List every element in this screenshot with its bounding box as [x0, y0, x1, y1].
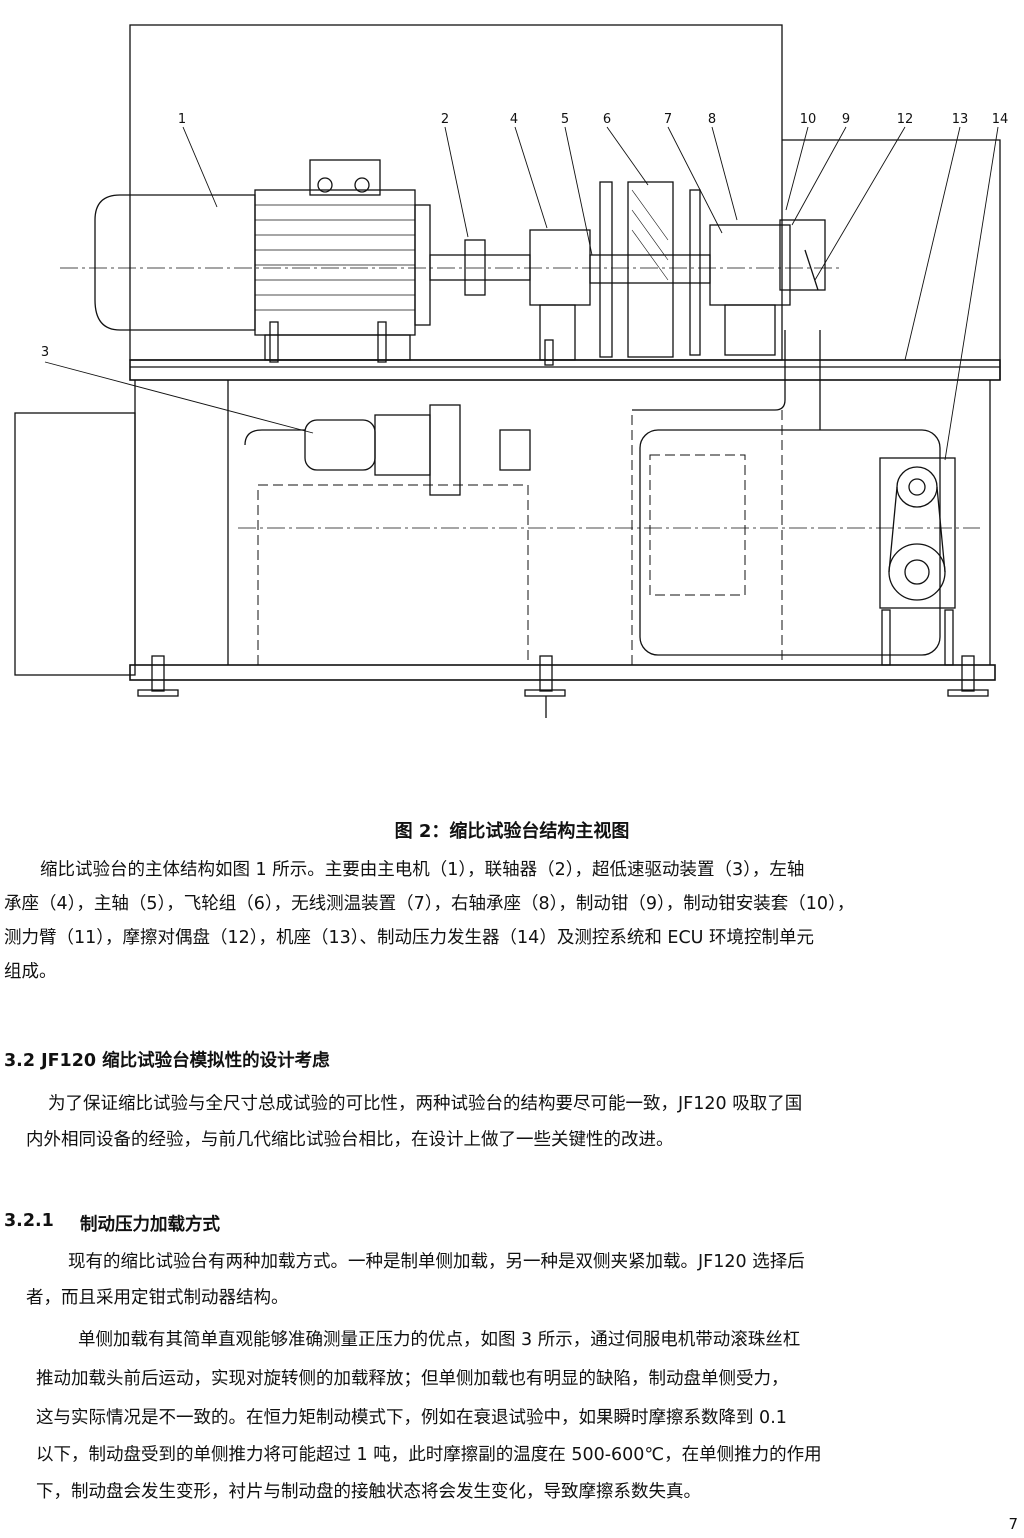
- right-housing-outline: [782, 139, 1001, 380]
- callout-3: 3: [41, 345, 49, 360]
- figure-caption: 图 2：缩比试验台结构主视图: [394, 821, 630, 842]
- low-speed-motor: [304, 419, 376, 471]
- p2-line-1: 单侧加载有其简单直观能够准确测量正压力的优点，如图 3 所示，通过伺服电机带动滚…: [78, 1330, 801, 1350]
- section-3-2-1-title: 制动压力加载方式: [80, 1215, 220, 1235]
- callout-7: 7: [664, 112, 672, 127]
- flywheel-group: [599, 181, 701, 358]
- page-number: 7: [1008, 1515, 1018, 1533]
- intro-line-1: 缩比试验台的主体结构如图 1 所示。主要由主电机（1），联轴器（2），超低速驱动…: [40, 860, 805, 880]
- hidden-lines: [257, 409, 783, 666]
- intro-line-2: 承座（4），主轴（5），飞轮组（6），无线测温装置（7），右轴承座（8），制动钳…: [4, 894, 855, 914]
- base-frame: [129, 664, 996, 681]
- side-cabinet: [14, 412, 136, 676]
- p1-line-1: 现有的缩比试验台有两种加载方式。一种是制单侧加载，另一种是双侧夹紧加载。JF12…: [68, 1252, 805, 1272]
- brake-pressure-generator: [879, 457, 956, 666]
- callout-6: 6: [603, 112, 611, 127]
- pressure-line: [639, 429, 941, 656]
- section-3-2-heading: 3.2 JF120 缩比试验台模拟性的设计考虑: [4, 1051, 330, 1071]
- callout-4: 4: [510, 112, 518, 127]
- p2-line-3: 这与实际情况是不一致的。在恒力矩制动模式下，例如在衰退试验中，如果瞬时摩擦系数降…: [36, 1408, 787, 1428]
- intro-line-4: 组成。: [4, 962, 57, 982]
- section-3-2-line-1: 为了保证缩比试验与全尺寸总成试验的可比性，两种试验台的结构要尽可能一致，JF12…: [48, 1094, 803, 1114]
- test-bench-front-view-drawing: 1 2 4 5 6 7 8 10 9 12 13 14 3: [14, 24, 1009, 718]
- callout-1: 1: [178, 112, 186, 127]
- p2-line-2: 推动加载头前后运动，实现对旋转侧的加载释放；但单侧加载也有明显的缺陷，制动盘单侧…: [36, 1369, 789, 1389]
- intro-line-3: 测力臂（11），摩擦对偶盘（12），机座（13）、制动压力发生器（14）及测控系…: [4, 928, 815, 948]
- left-bearing-seat: [529, 229, 591, 306]
- main-shaft: [589, 254, 711, 284]
- main-motor: [94, 159, 431, 363]
- callout-5: 5: [561, 112, 569, 127]
- section-3-2-1-number: 3.2.1: [4, 1211, 54, 1231]
- callout-10: 10: [800, 112, 817, 127]
- callout-12: 12: [897, 112, 914, 127]
- p2-line-5: 下，制动盘会发生变形，衬片与制动盘的接触状态将会发生变化，导致摩擦系数失真。: [36, 1482, 701, 1502]
- section-3-2-line-2: 内外相同设备的经验，与前几代缩比试验台相比，在设计上做了一些关键性的改进。: [26, 1130, 674, 1150]
- callout-9: 9: [842, 112, 850, 127]
- p2-line-4: 以下，制动盘受到的单侧推力将可能超过 1 吨，此时摩擦副的温度在 500-600…: [36, 1445, 822, 1465]
- callout-8: 8: [708, 112, 716, 127]
- callout-14: 14: [992, 112, 1009, 127]
- callout-2: 2: [441, 112, 449, 127]
- coupling: [429, 254, 531, 281]
- callout-13: 13: [952, 112, 969, 127]
- brake-caliper: [779, 219, 826, 291]
- callout-leaders: [44, 126, 999, 461]
- p1-line-2: 者，而且采用定钳式制动器结构。: [26, 1288, 289, 1308]
- upper-housing-outline: [129, 24, 783, 361]
- right-bearing-seat: [709, 224, 791, 306]
- leveling-feet: [137, 655, 989, 697]
- bed-plate: [129, 359, 1001, 381]
